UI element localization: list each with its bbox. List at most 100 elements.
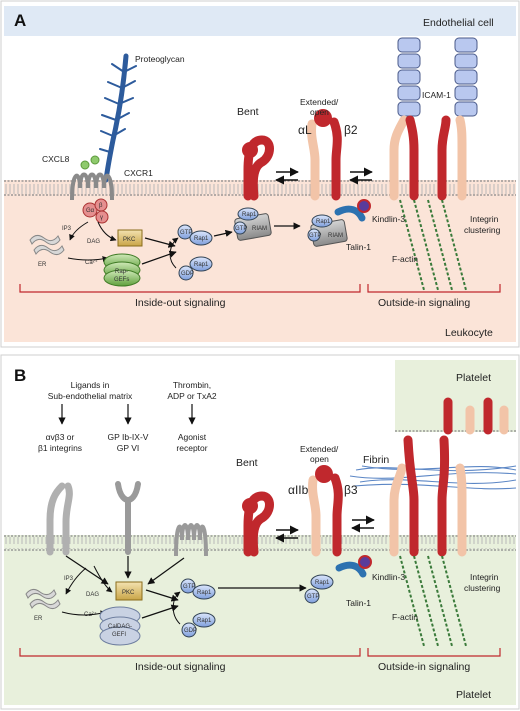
rap1-riam-complex-2: Rap1 GTP RIAM: [307, 214, 348, 247]
extended-integrin-a: [307, 109, 342, 201]
thrombin-label-2: ADP or TxA2: [167, 391, 217, 401]
gtp-a: [177, 224, 193, 240]
agonist-receptor-grey: [174, 523, 208, 557]
cxcl8-chemokine: [80, 160, 90, 170]
talin1-label-b: Talin-1: [346, 598, 371, 608]
ip3-label-b: IP3: [64, 576, 74, 582]
integrin-clustering-label-a-1: Integrin: [470, 214, 499, 224]
panel-b-letter: B: [14, 366, 26, 385]
alpha-label-b: αIIb: [288, 483, 309, 497]
clustered-integrins-b: [389, 397, 509, 557]
thrombin-label-1: Thrombin,: [173, 380, 211, 390]
arrow-agonist-pkc: [147, 557, 185, 585]
gp-label-1: GP Ib-IX-V: [108, 432, 149, 442]
arrow-pkc-rap-b: [145, 589, 179, 602]
cxcl8-label: CXCL8: [42, 154, 70, 164]
caldag-gefi-b: [99, 606, 141, 646]
equilibrium-arrows-b: [275, 515, 375, 543]
proteoglycan-shape: [99, 53, 137, 183]
rap1-label-c1: Rap1: [242, 212, 257, 218]
arrow-dag-a: [97, 221, 117, 242]
outside-in-bracket-b: [367, 648, 501, 657]
panel-a: A Endothelial cell Leukocyte Proteoglyca…: [0, 0, 520, 348]
cxcr1-label: CXCR1: [124, 168, 153, 178]
platelet-bottom-region: [4, 535, 516, 705]
leukocyte-label: Leukocyte: [445, 327, 493, 339]
cxcr1-receptor: [70, 172, 114, 201]
f-actin-a: [399, 199, 467, 291]
talin1-label-a: Talin-1: [346, 242, 371, 252]
pkc-label-b: PKC: [122, 590, 135, 596]
integrin-receptor-grey: [46, 482, 73, 556]
alpha-label-a: αL: [298, 123, 312, 137]
pkc-label-a: PKC: [123, 237, 136, 243]
bent-integrin-b: [242, 491, 274, 557]
membrane-b: [4, 430, 516, 551]
rap1-label-a: Rap1: [194, 236, 209, 242]
inside-out-label-b: Inside-out signaling: [135, 661, 226, 673]
endothelial-cell-region: [4, 6, 516, 36]
dag-label-b: DAG: [86, 592, 99, 598]
talin1-a: [334, 205, 366, 222]
gtp-label-a: GTP: [180, 230, 192, 236]
g-gamma-label: γ: [100, 215, 103, 221]
gdp-label-b: GDP: [184, 628, 197, 634]
arrow-gdp-gtp: [169, 237, 179, 269]
ip3-label-a: IP3: [62, 226, 72, 232]
gdp-label-a: GDP: [181, 271, 194, 277]
extended-label-b-2: open: [310, 454, 329, 464]
arrow-rap-riam: [213, 229, 233, 237]
pkc-box-b: [115, 581, 143, 601]
integrins-label-2: β1 integrins: [38, 443, 82, 453]
integrin-clustering-label-b-1: Integrin: [470, 572, 499, 582]
caldag-label-1: CalDAG-: [108, 624, 132, 630]
rap1-talin-complex-b: Rap1 GTP: [304, 574, 334, 604]
pkc-box-a: [117, 229, 143, 247]
gdp-b: [181, 622, 197, 638]
beta-label-b: β3: [344, 483, 358, 497]
rap1-active-a: [189, 230, 213, 246]
gtp-label-c1: GTP: [235, 226, 247, 232]
integrin-clustering-label-b-2: clustering: [464, 583, 501, 593]
panel-a-letter: A: [14, 11, 26, 30]
icam1-label: ICAM-1: [422, 90, 451, 100]
gtp-label-cb: GTP: [307, 594, 319, 600]
endothelial-cell-label: Endothelial cell: [423, 17, 494, 29]
extended-label-a-2: open: [310, 107, 329, 117]
arrow-integrin-pkc: [65, 555, 109, 585]
platelet-top-label: Platelet: [456, 372, 491, 384]
cxcl8-chemokine-2: [90, 155, 100, 165]
outside-in-bracket-a: [367, 284, 501, 293]
arrow-pkc-rap: [144, 237, 176, 248]
integrins-label-1: αvβ3 or: [46, 432, 75, 442]
f-actin-b: [399, 555, 467, 647]
platelet-bottom-label: Platelet: [456, 689, 491, 701]
ca-label-a: Ca²⁺: [85, 259, 98, 266]
extended-label-b-1: Extended/: [300, 444, 339, 454]
rap1-label-cb: Rap1: [315, 580, 330, 586]
caldag-label-2: GEFI: [112, 632, 126, 638]
arrow-ca-a: [67, 256, 109, 262]
gp-label-2: GP VI: [117, 443, 140, 453]
proteoglycan-label: Proteoglycan: [135, 54, 185, 64]
kindlin3-b: [358, 555, 372, 569]
rap1-label-c2: Rap1: [316, 219, 331, 225]
panel-b: B Platelet Platelet Fibrin Ligands in Su…: [0, 354, 520, 710]
agonist-label-1: Agonist: [178, 432, 207, 442]
kindlin3-a: [357, 199, 371, 213]
equilibrium-arrows-a: [275, 167, 373, 185]
kindlin3-label-b: Kindlin-3: [372, 572, 405, 582]
g-protein: Gα β γ: [82, 198, 109, 224]
inside-out-bracket-b: [19, 648, 361, 657]
outside-in-label-b: Outside-in signaling: [378, 661, 470, 673]
ligands-label-2: Sub-endothelial matrix: [48, 391, 133, 401]
gtp-label-b: GTP: [183, 584, 195, 590]
rap-gefs-label-2: GEFs: [114, 277, 129, 283]
ligands-label-1: Ligands in: [71, 380, 110, 390]
extended-integrin-b: [308, 465, 343, 557]
rap1-inactive-a: [189, 256, 213, 272]
rap1-riam-complex-1: Rap1 GTP RIAM: [233, 207, 272, 241]
f-actin-label-a: F-actin: [392, 254, 418, 264]
kindlin3-label-a: Kindlin-3: [372, 214, 405, 224]
riam-label-c1: RIAM: [252, 226, 267, 232]
